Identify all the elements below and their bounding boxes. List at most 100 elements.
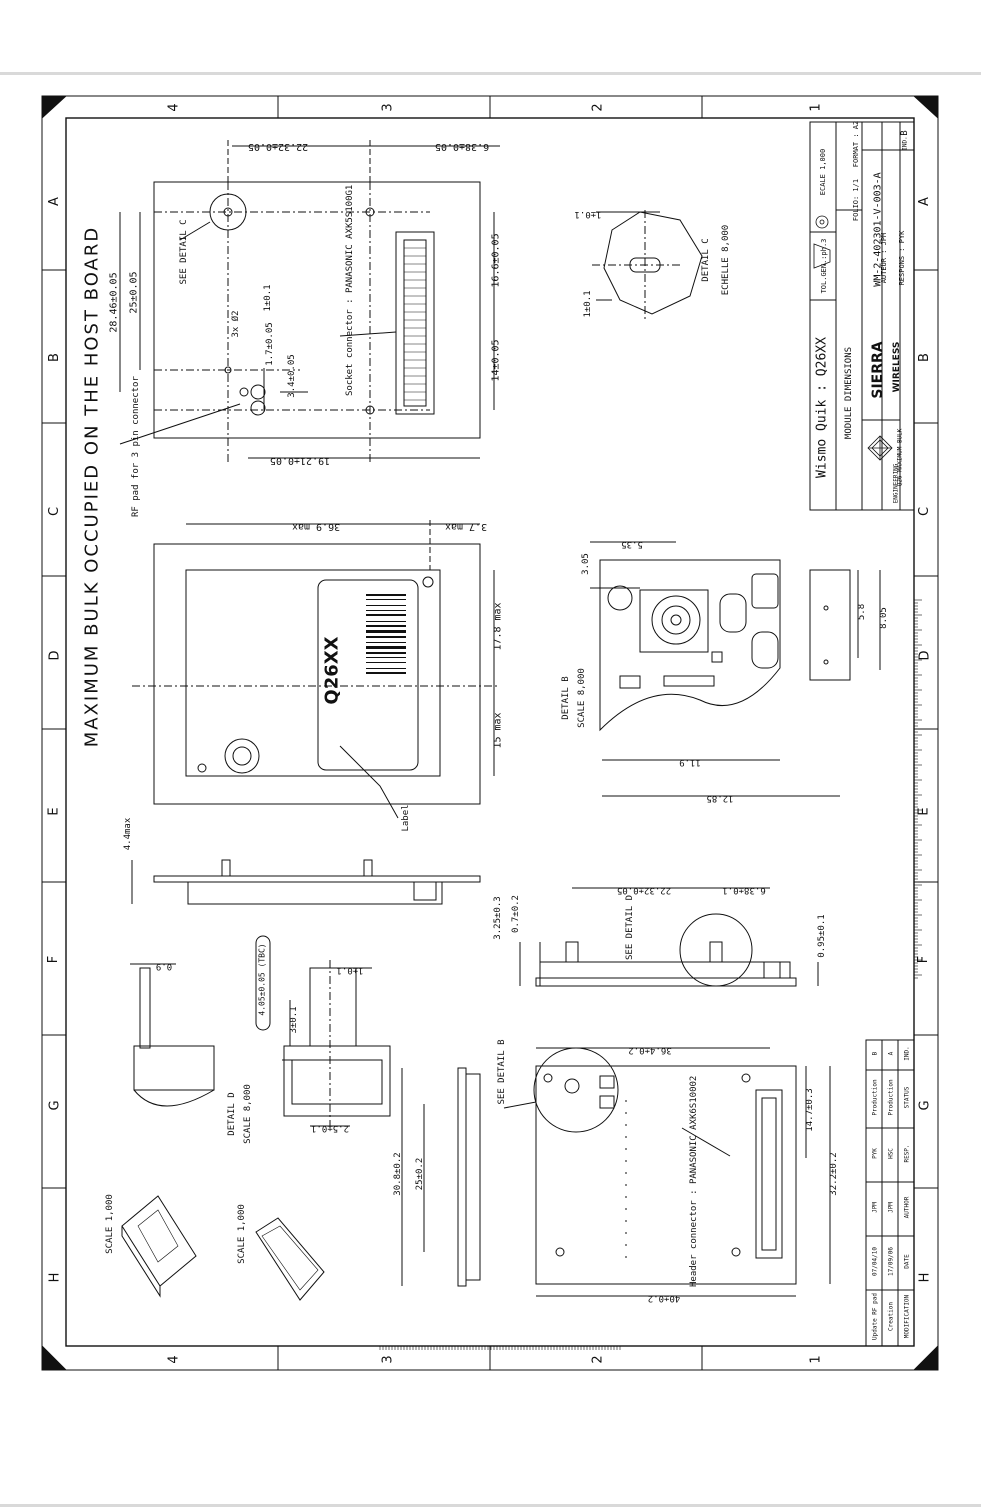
- title-block-frame: [809, 121, 915, 511]
- revision-cell: JPM: [871, 1202, 879, 1213]
- zone-row-h: H: [917, 1272, 933, 1283]
- module-label-text: Q26XX: [321, 636, 343, 705]
- note-socket-connector: Socket connector : PANASONIC AXK5S100G1: [345, 184, 355, 396]
- row-ticks: [42, 269, 938, 1189]
- zone-row-c: C: [917, 506, 933, 517]
- side-view-1-drawing: [131, 859, 481, 905]
- revision-cell: RESP.: [903, 1144, 911, 1163]
- detail-c-drawing: [592, 210, 703, 320]
- barcode-bar: [366, 636, 406, 638]
- iso-view-a-drawing: [121, 1195, 197, 1298]
- revision-cell: HSC: [887, 1148, 895, 1159]
- dimension-label: 8.05: [879, 607, 889, 629]
- detail-b-title: DETAIL B: [561, 676, 571, 720]
- barcode-bar: [366, 642, 406, 643]
- barcode-bar: [366, 605, 406, 606]
- revision-cell: PYK: [871, 1148, 879, 1159]
- zone-row-d: D: [917, 650, 933, 661]
- detail-d-scale: SCALE 8,000: [243, 1084, 253, 1144]
- zone-row-g: G: [917, 1100, 933, 1111]
- projection-symbol: [813, 215, 831, 269]
- barcode-bar: [366, 625, 406, 627]
- barcode-bar: [366, 594, 406, 596]
- zone-col-3: 3: [380, 103, 396, 112]
- bottom-side-profile-drawing: [401, 1067, 481, 1287]
- tolerance-cell: TOL.GEN.:ph.3: [820, 238, 828, 294]
- zone-row-b: B: [46, 353, 62, 362]
- engineering-cell: ENGINEERING: [892, 463, 900, 504]
- dimension-label: 22.32±0.05: [247, 141, 309, 152]
- revision-cell: A: [887, 1051, 895, 1056]
- note-see-detail-c: SEE DETAIL C: [179, 219, 189, 285]
- dimension-label: 19.21±0.05: [269, 455, 331, 466]
- dimension-label: 14.7±0.3: [805, 1088, 815, 1132]
- dimension-label: 36.9 max: [291, 521, 341, 532]
- iso-view-b-drawing: [255, 1217, 325, 1301]
- dimension-label: 28.46±0.05: [108, 272, 120, 333]
- bottom-view-drawing: [503, 1047, 831, 1297]
- zone-col-2: 2: [590, 1355, 606, 1364]
- dimension-label: 15 max: [492, 712, 504, 749]
- bottom-divider: [0, 1504, 981, 1507]
- dimension-label: 3.7 max: [444, 521, 488, 532]
- revision-cell: IND.: [903, 1046, 911, 1061]
- side-view-2-drawing: [519, 887, 819, 987]
- zone-col-3: 3: [380, 1355, 396, 1364]
- zone-col-1: 1: [808, 1355, 824, 1364]
- title-product: Wismo Quik : Q26XX: [814, 337, 830, 478]
- dimension-label: 11.9: [679, 757, 701, 767]
- dimension-label: 1±0.1: [583, 290, 593, 318]
- dimension-label: 0.9: [155, 961, 173, 971]
- detail-c-title: DETAIL C: [701, 238, 711, 282]
- dimension-label: 3±0.1: [289, 1006, 299, 1034]
- revision-cell: Creation: [887, 1302, 895, 1331]
- detail-b-drawing: [590, 541, 881, 797]
- revision-label: IND.: [901, 136, 909, 151]
- dimension-label: 25±0.05: [128, 271, 140, 314]
- barcode-bar: [366, 672, 406, 674]
- company-name-2: WIRELESS: [892, 341, 902, 393]
- zone-row-c: C: [47, 506, 63, 517]
- dimension-label: 40±0.2: [647, 1293, 681, 1303]
- barcode-bar: [366, 657, 406, 658]
- iso-a-scale: SCALE 1,000: [105, 1194, 115, 1254]
- zone-col-1: 1: [808, 103, 824, 112]
- zone-row-a: A: [46, 197, 62, 206]
- dimension-label: 17.8 max: [492, 602, 504, 651]
- zone-row-a: A: [916, 197, 932, 206]
- barcode-bar: [366, 610, 406, 611]
- zone-row-b: B: [916, 353, 932, 362]
- dimension-label: 1±0.1: [336, 965, 364, 975]
- revision-cell: MODIFICATION: [903, 1294, 911, 1339]
- barcode-bar: [366, 668, 406, 669]
- dimension-label: 30.8±0.2: [393, 1152, 403, 1196]
- drawing-headline: MAXIMUM BULK OCCUPIED ON THE HOST BOARD: [81, 225, 103, 748]
- dimension-label: 3x Ø2: [231, 310, 241, 338]
- zone-col-2: 2: [590, 103, 606, 112]
- detail-d-title: DETAIL D: [227, 1092, 237, 1136]
- dimension-label: 5.8: [857, 603, 867, 621]
- revision-cell: 07/04/10: [871, 1247, 879, 1276]
- detail-d-drawing: [255, 935, 391, 1130]
- dimension-label: 3.25±0.3: [493, 896, 503, 940]
- barcode-bar: [366, 621, 406, 622]
- callout-label: Label: [401, 804, 411, 832]
- iso-b-scale: SCALE 1,000: [237, 1204, 247, 1264]
- detail-profile-drawing: [130, 963, 215, 1107]
- dimension-label: 5.35: [621, 539, 643, 549]
- barcode-bar: [366, 614, 406, 616]
- dimension-label: 1±0.1: [263, 284, 273, 312]
- dimension-label: 4.4max: [123, 817, 133, 851]
- note-see-detail-b: SEE DETAIL B: [497, 1039, 507, 1105]
- dimension-label: 2.5±0.1: [311, 1123, 349, 1133]
- barcode-bar: [366, 662, 406, 663]
- detail-b-scale: SCALE 8,000: [577, 668, 587, 728]
- dimension-label: 6.38±0.05: [434, 141, 490, 152]
- zone-row-f: F: [46, 955, 62, 964]
- barcode-bar: [366, 652, 406, 654]
- dimension-label: 25±0.2: [415, 1157, 425, 1191]
- company-logo-mark: [867, 435, 893, 461]
- zone-row-e: E: [46, 807, 62, 816]
- folio-cell: FOLIO: 1/1: [852, 178, 860, 222]
- dimension-label: 12.85: [706, 793, 734, 803]
